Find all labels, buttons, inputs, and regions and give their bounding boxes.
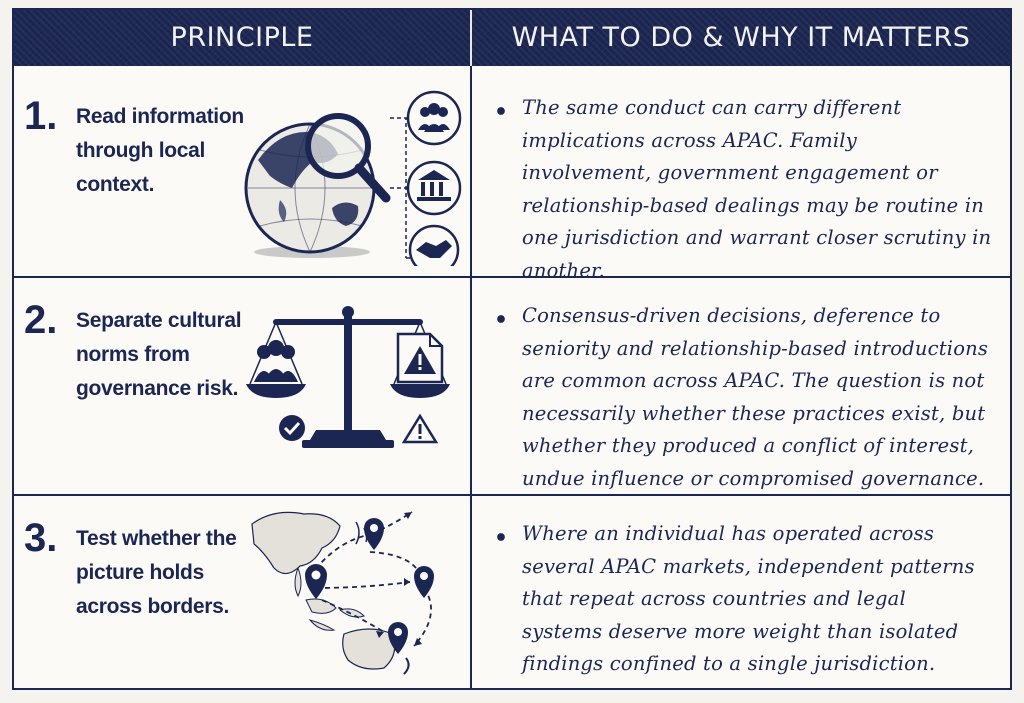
people-icon	[406, 90, 462, 146]
row-description: The same conduct can carry different imp…	[522, 96, 992, 282]
government-building-icon	[406, 160, 462, 216]
table-row: 3. Test whether the picture holds across…	[14, 496, 1010, 690]
location-pin-icon	[414, 566, 434, 598]
principle-text: Separate cultural norms from governance …	[76, 309, 242, 400]
row-number: 1.	[24, 94, 58, 138]
principles-table: PRINCIPLE WHAT TO DO & WHY IT MATTERS 1.…	[12, 8, 1012, 690]
warning-icon	[401, 413, 439, 444]
location-pin-icon	[388, 622, 408, 654]
table-row: 1. Read information through local contex…	[14, 66, 1010, 282]
principle-text: Test whether the picture holds across bo…	[76, 527, 237, 618]
cultural-norms-illustration	[246, 306, 450, 448]
bullet-point	[497, 107, 505, 115]
table-header: PRINCIPLE WHAT TO DO & WHY IT MATTERS	[14, 10, 1010, 66]
people-icon	[254, 340, 298, 382]
check-icon	[279, 415, 305, 441]
magnifier-icon	[305, 113, 391, 203]
principle-text: Read information through local context.	[76, 105, 244, 196]
location-pin-icon	[305, 564, 327, 599]
location-pin-icon	[364, 518, 384, 550]
row-divider	[14, 494, 1010, 496]
row-number: 2.	[24, 298, 58, 342]
bullet-point	[497, 315, 505, 323]
cross-border-illustration	[251, 511, 434, 675]
row-divider	[14, 276, 1010, 278]
handshake-icon	[408, 224, 460, 266]
bullet-point	[497, 533, 505, 541]
column-divider	[470, 66, 472, 690]
balance-scale-icon	[246, 306, 450, 448]
asia-pacific-map-icon	[251, 511, 410, 675]
row-description: Where an individual has operated across …	[522, 522, 975, 675]
row-number: 3.	[24, 516, 58, 560]
header-divider	[470, 10, 472, 66]
warning-document-icon	[396, 332, 444, 384]
table-row: 2. Separate cultural norms from governan…	[14, 278, 1010, 494]
principle-column-header: PRINCIPLE	[170, 22, 314, 53]
row-description: Consensus-driven decisions, deference to…	[522, 304, 989, 490]
what-to-do-column-header: WHAT TO DO & WHY IT MATTERS	[511, 22, 971, 53]
local-context-illustration	[244, 90, 462, 266]
